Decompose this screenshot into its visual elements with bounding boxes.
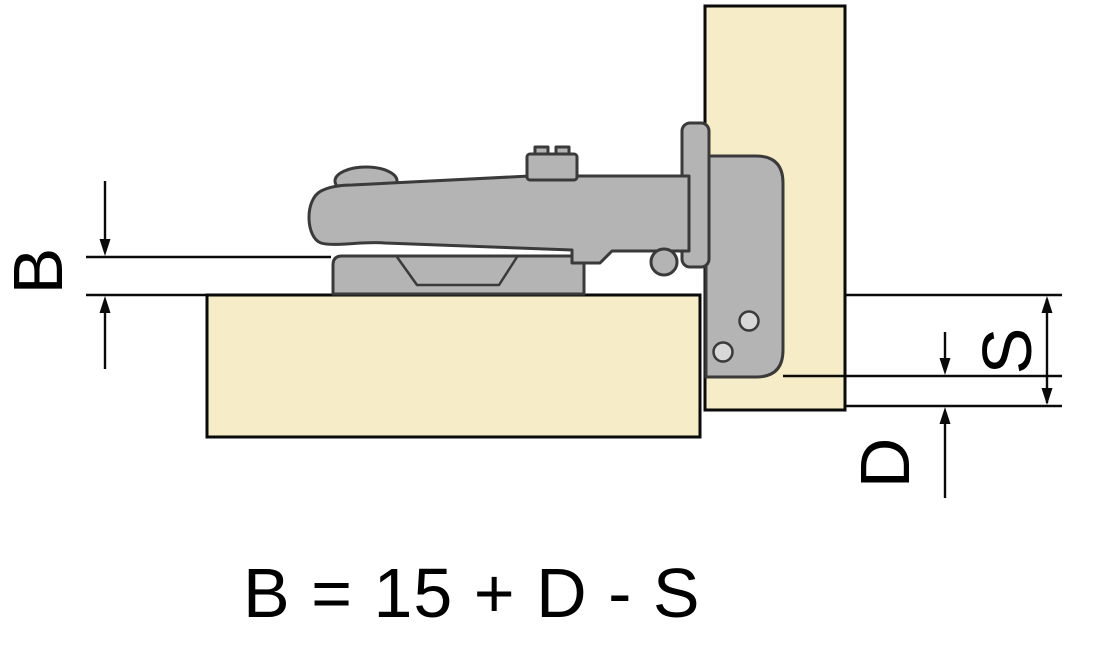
label-b: B — [0, 248, 77, 295]
label-d: D — [846, 438, 924, 489]
plate-screw-hole-upper — [738, 310, 760, 332]
hinge-cup-section-line — [395, 256, 519, 287]
hinge-cup-base — [331, 254, 586, 296]
dimension-b: B — [0, 181, 331, 369]
plate-screw-hole-lower — [712, 341, 734, 363]
adjustment-screw-head — [525, 152, 579, 182]
dimension-s: S — [968, 296, 1053, 405]
dim-b-arrowhead-down — [99, 239, 111, 256]
label-s: S — [968, 328, 1046, 375]
dim-d-arrowhead-up — [939, 407, 951, 424]
hinge-arm — [307, 174, 691, 265]
dim-d-arrowhead-down — [939, 358, 951, 375]
hinge-mounting-plate — [704, 154, 785, 379]
formula-text: B = 15 + D - S — [243, 554, 701, 632]
dim-s-arrowhead-down — [1041, 388, 1053, 405]
dimension-d: D — [846, 332, 951, 498]
dim-s-arrowhead-up — [1041, 296, 1053, 313]
dim-b-arrowhead-up — [99, 296, 111, 313]
door-panel — [205, 293, 702, 439]
hinge-pivot — [649, 247, 679, 277]
